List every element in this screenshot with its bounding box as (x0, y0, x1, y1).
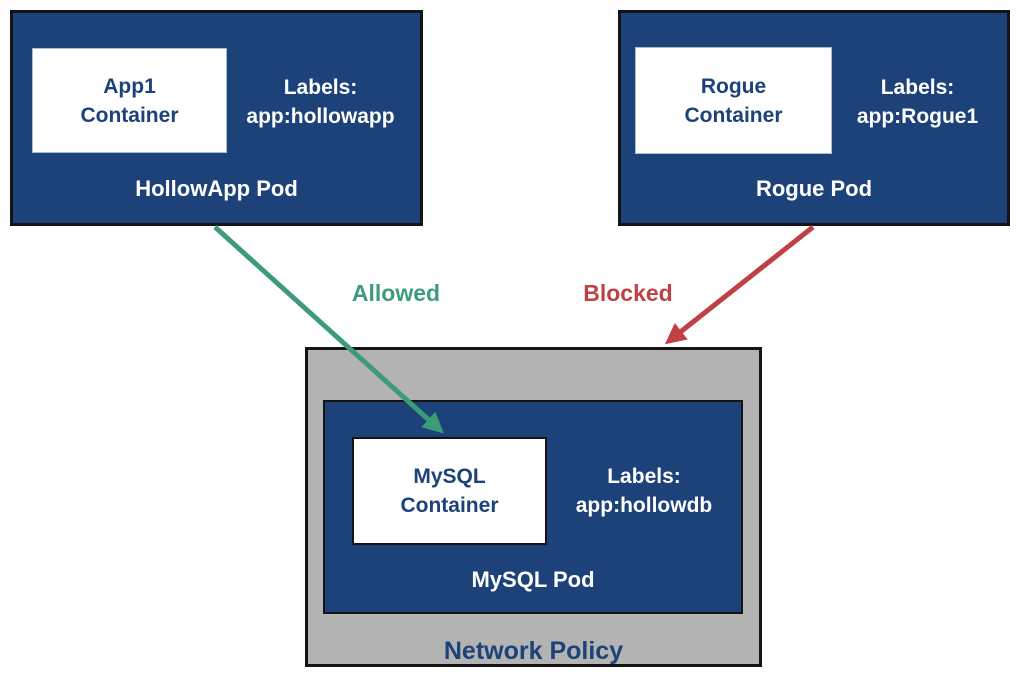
mysql-container-box: MySQL Container (352, 437, 547, 545)
hollowapp-labels-title: Labels: (283, 76, 358, 99)
allowed-arrow-label: Allowed (351, 280, 441, 306)
rogue-container-label-line2: Container (684, 103, 783, 127)
app1-container-label-line1: App1 (103, 74, 156, 98)
mysql-labels-text: Labels: app:hollowdb (551, 462, 737, 520)
blocked-arrow-label: Blocked (583, 280, 673, 306)
network-policy-box: MySQL Container Labels: app:hollowdb MyS… (305, 347, 762, 667)
app1-container-box: App1 Container (32, 48, 227, 153)
rogue-labels-value: app:Rogue1 (856, 105, 979, 128)
hollowapp-labels-value: app:hollowapp (246, 105, 395, 128)
mysql-pod-label: MySQL Pod (471, 567, 595, 592)
rogue-pod-label: Rogue Pod (755, 176, 873, 201)
hollowapp-pod-label: HollowApp Pod (135, 176, 298, 201)
hollowapp-pod-box: App1 Container Labels: app:hollowapp Hol… (10, 10, 423, 226)
network-policy-label: Network Policy (443, 637, 624, 665)
app1-container-label-line2: Container (80, 103, 179, 127)
mysql-container-label-line2: Container (400, 494, 499, 517)
mysql-labels-value: app:hollowdb (575, 494, 713, 517)
mysql-labels-title: Labels: (607, 465, 681, 488)
rogue-labels-text: Labels: app:Rogue1 (832, 73, 1003, 131)
hollowapp-labels-text: Labels: app:hollowapp (225, 73, 416, 131)
rogue-pod-box: Rogue Container Labels: app:Rogue1 Rogue… (618, 10, 1010, 226)
rogue-container-box: Rogue Container (635, 47, 832, 154)
mysql-pod-box: MySQL Container Labels: app:hollowdb MyS… (323, 400, 743, 614)
mysql-container-label-line1: MySQL (413, 465, 486, 488)
rogue-container-label-line1: Rogue (700, 74, 767, 98)
rogue-labels-title: Labels: (880, 76, 955, 99)
